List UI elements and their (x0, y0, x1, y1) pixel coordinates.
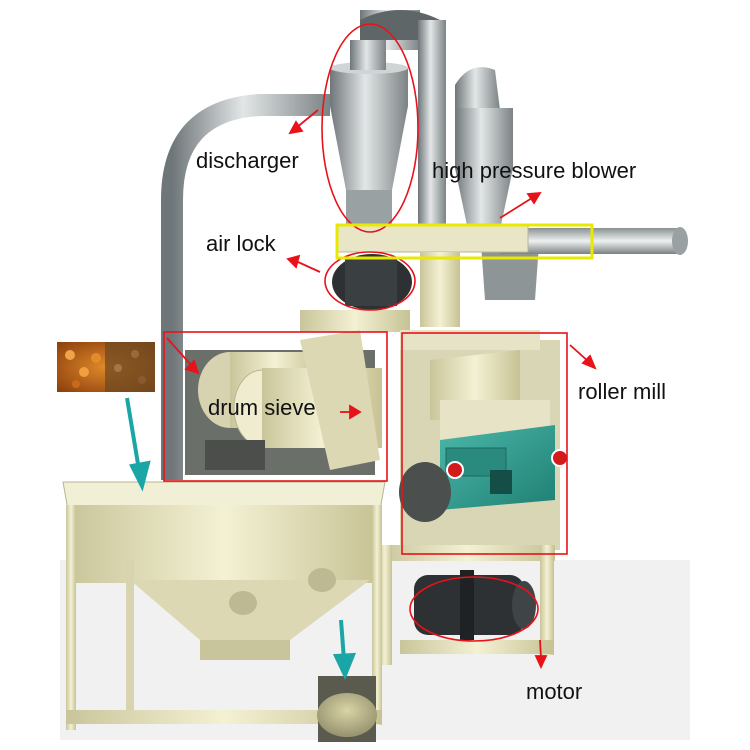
discharger-pointer (295, 109, 319, 129)
high-pressure-blower-label: high pressure blower (432, 158, 637, 183)
air-lock-unit (332, 254, 412, 310)
air-lock-outline (324, 251, 416, 311)
drum-sieve-assembly (185, 330, 382, 475)
flow-arrows (125, 397, 357, 680)
pointer-arrows (166, 109, 597, 670)
drum-sieve-inlet-pointer (166, 337, 193, 367)
motor-pointer (539, 639, 542, 659)
blower-outlet-end (672, 227, 688, 255)
support-column (420, 252, 460, 327)
discharger-cyclone (330, 40, 408, 228)
vertical-pipe (418, 20, 446, 235)
motor-outline (409, 576, 539, 642)
feeding-hopper (62, 481, 386, 730)
top-platform (337, 225, 529, 253)
roller-mill-outline (401, 332, 568, 555)
roller-mill-label: roller mill (578, 379, 666, 404)
blower-highlight-box (335, 223, 594, 260)
drum-sieve-outline (163, 331, 388, 482)
motor-label: motor (526, 679, 583, 704)
drum-sieve-label: drum sieve (208, 395, 316, 420)
transport-pipe (161, 94, 330, 480)
sieve-mount (300, 310, 410, 332)
discharger-label: discharger (196, 148, 299, 173)
blower-housing (455, 67, 540, 300)
grain-sample-image (57, 342, 155, 392)
discharger-outline (321, 23, 419, 233)
flour-sample-image (317, 676, 377, 742)
air-lock-pointer (297, 261, 321, 273)
flour-out-arrow (339, 619, 346, 661)
blower-pointer (499, 197, 533, 219)
motor-unit (414, 570, 536, 640)
blower-outlet-pipe (500, 228, 680, 254)
roller-mill-assembly (399, 330, 569, 550)
annotation-outlines (163, 23, 568, 642)
grain-in-arrow (125, 397, 141, 471)
air-lock-label: air lock (206, 231, 276, 256)
